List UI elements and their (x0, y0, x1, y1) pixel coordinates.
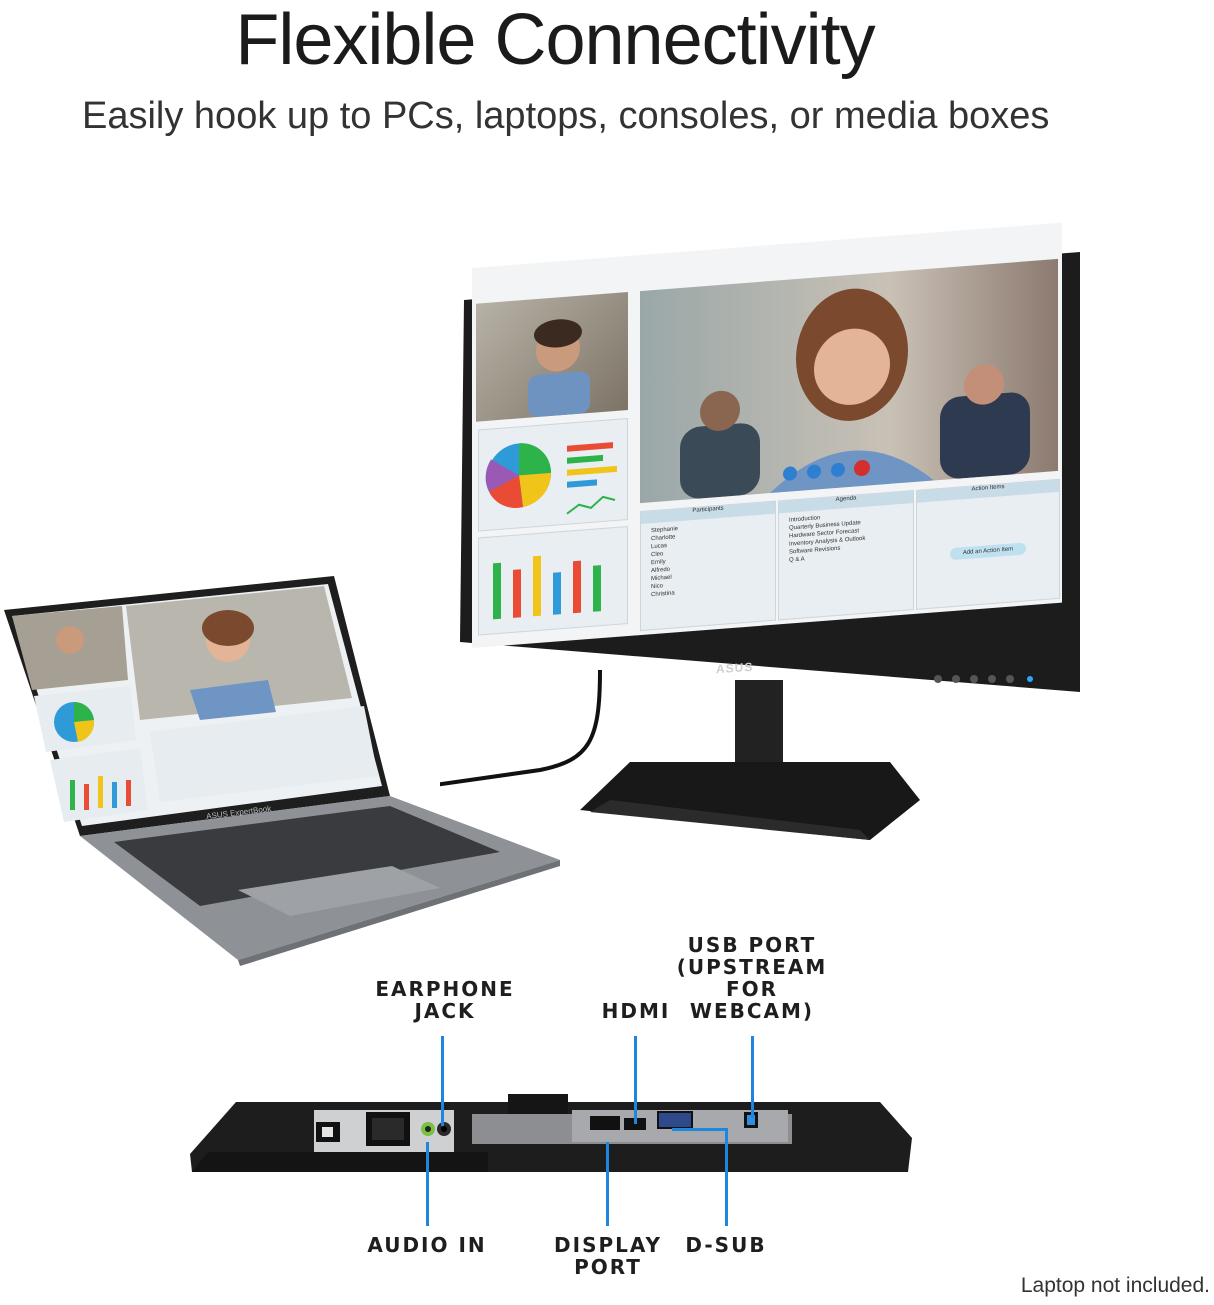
hdmi-leader (634, 1036, 637, 1124)
displayport-label: DISPLAY PORT (554, 1233, 662, 1279)
audio-in-label: AUDIO IN (367, 1233, 487, 1257)
headline: Flexible Connectivity (235, 0, 875, 80)
audio-in-leader (426, 1142, 429, 1226)
add-action-item-button: Add an Action Item (950, 542, 1026, 561)
dsub-leader-horizontal (672, 1128, 728, 1131)
pie-chart-widget (478, 417, 628, 532)
participants-panel: Participants Stephanie Charlotte Lucas C… (640, 500, 776, 632)
action-items-title: Action Items (917, 479, 1059, 503)
laptop-disclaimer: Laptop not included. (1020, 1274, 1210, 1297)
monitor-screen: Participants Stephanie Charlotte Lucas C… (472, 222, 1062, 648)
dsub-label: D-SUB (685, 1233, 767, 1257)
earphone-jack-label: EARPHONE JACK (375, 977, 515, 1023)
main-video (640, 258, 1058, 504)
usb-port-leader (751, 1036, 754, 1118)
agenda-panel: Agenda Introduction Quarterly Business U… (778, 489, 914, 621)
displayport-leader (606, 1142, 609, 1226)
monitor-control-buttons (932, 672, 1042, 684)
earphone-jack-leader (441, 1036, 444, 1126)
laptop-illustration (0, 570, 570, 970)
bar-chart-widget (478, 525, 628, 636)
dsub-leader-vertical (725, 1128, 728, 1226)
monitor-brand-logo: ASUS (716, 659, 754, 677)
monitor-back-panel (188, 1094, 912, 1178)
subheadline: Easily hook up to PCs, laptops, consoles… (82, 95, 1050, 137)
action-items-panel: Action Items Add an Action Item (916, 478, 1060, 610)
participant-video-thumbnail (476, 291, 628, 422)
hdmi-label: HDMI (601, 999, 671, 1023)
usb-port-label: USB PORT (UPSTREAM FOR WEBCAM) (676, 933, 828, 1023)
